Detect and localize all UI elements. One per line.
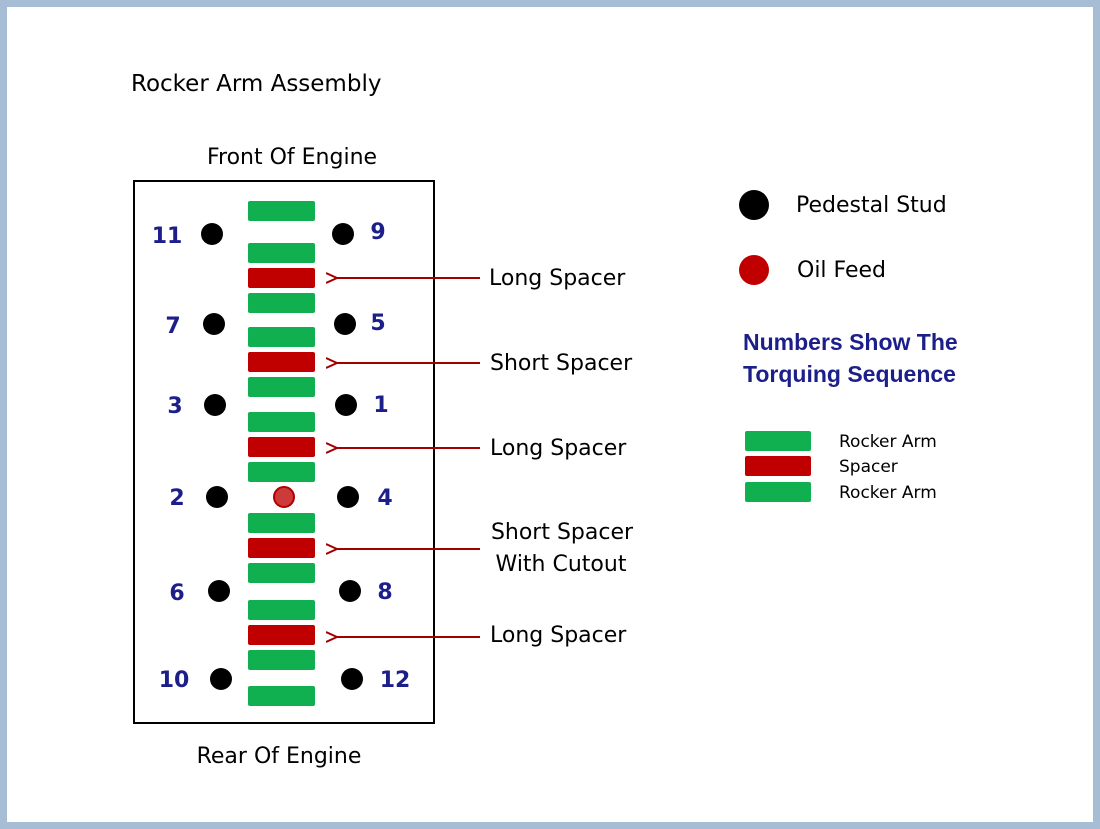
stud-number: 11	[152, 224, 183, 249]
pedestal-stud	[341, 668, 363, 690]
pedestal-stud	[203, 313, 225, 335]
callout-label: Short Spacer	[491, 520, 634, 545]
rocker-arm	[248, 686, 315, 706]
legend: Pedestal Stud Oil Feed Numbers Show The …	[739, 190, 958, 503]
spacer	[248, 625, 315, 645]
legend-pedestal-stud-label: Pedestal Stud	[796, 193, 947, 218]
stud-number: 4	[377, 486, 392, 511]
rocker-arm	[248, 563, 315, 583]
pedestal-stud	[334, 313, 356, 335]
rear-of-engine-label: Rear Of Engine	[197, 744, 362, 769]
stud-number: 8	[377, 580, 392, 605]
legend-rocker-arm-swatch	[745, 482, 811, 502]
legend-oil-feed-label: Oil Feed	[797, 258, 886, 283]
spacer	[248, 437, 315, 457]
rocker-arm	[248, 377, 315, 397]
rocker-arms	[248, 201, 315, 706]
stud-number: 3	[167, 394, 182, 419]
rocker-arm	[248, 201, 315, 221]
pedestal-stud	[339, 580, 361, 602]
spacer	[248, 538, 315, 558]
legend-rocker-arm-label: Rocker Arm	[839, 432, 937, 452]
legend-spacer-swatch	[745, 456, 811, 476]
pedestal-stud	[206, 486, 228, 508]
legend-note-line1: Numbers Show The	[743, 329, 958, 355]
stud-number: 12	[380, 668, 411, 693]
legend-rocker-arm-label: Rocker Arm	[839, 483, 937, 503]
rocker-arm	[248, 600, 315, 620]
legend-rocker-arm-swatch	[745, 431, 811, 451]
engine-outline	[133, 180, 435, 724]
stud-number: 9	[370, 220, 385, 245]
pedestal-stud	[208, 580, 230, 602]
rocker-arm	[248, 293, 315, 313]
pedestal-studs	[201, 223, 363, 690]
diagram-title: Rocker Arm Assembly	[131, 71, 381, 97]
rocker-arm	[248, 462, 315, 482]
stud-number: 6	[169, 581, 184, 606]
spacer	[248, 352, 315, 372]
spacer	[248, 268, 315, 288]
rocker-arm	[248, 327, 315, 347]
pedestal-stud	[204, 394, 226, 416]
legend-stud-marker	[739, 190, 769, 220]
callout-labels: Long Spacer Short Spacer Long Spacer Sho…	[489, 266, 634, 648]
spacers	[248, 268, 315, 645]
callout-label: Long Spacer	[489, 266, 626, 291]
callout-label: Short Spacer	[490, 351, 633, 376]
pedestal-stud	[332, 223, 354, 245]
pedestal-stud	[337, 486, 359, 508]
callout-label: Long Spacer	[490, 436, 627, 461]
pedestal-stud	[210, 668, 232, 690]
stud-number: 7	[165, 314, 180, 339]
callout-label-line2: With Cutout	[496, 552, 627, 577]
torque-sequence-numbers: 11 9 7 5 3 1 2 4 6 8 10 12	[152, 220, 411, 693]
front-of-engine-label: Front Of Engine	[207, 145, 377, 170]
pedestal-stud	[335, 394, 357, 416]
rocker-arm	[248, 243, 315, 263]
rocker-arm	[248, 412, 315, 432]
legend-note-line2: Torquing Sequence	[743, 361, 956, 387]
oil-feed-dot	[273, 486, 295, 508]
rocker-arm	[248, 513, 315, 533]
callout-label: Long Spacer	[490, 623, 627, 648]
pedestal-stud	[201, 223, 223, 245]
stud-number: 2	[169, 486, 184, 511]
rocker-arm	[248, 650, 315, 670]
stud-number: 10	[159, 668, 190, 693]
callout-arrows	[337, 278, 480, 637]
stud-number: 5	[370, 311, 385, 336]
stud-number: 1	[373, 393, 388, 418]
legend-oil-feed-marker	[739, 255, 769, 285]
legend-spacer-label: Spacer	[839, 457, 898, 477]
